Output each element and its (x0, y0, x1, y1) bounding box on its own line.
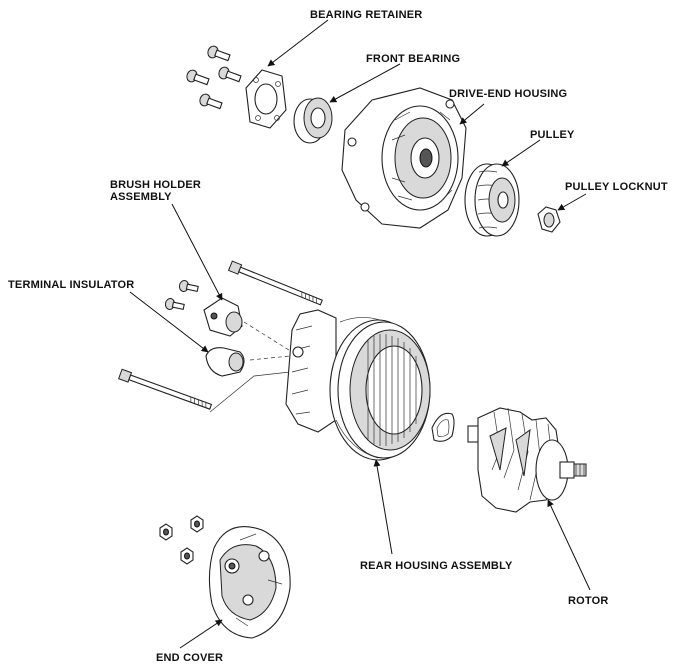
rear-housing-part (285, 309, 431, 461)
drive-end-housing-part (341, 87, 467, 229)
label-brush-holder-line2: ASSEMBLY (110, 191, 172, 203)
leader-lines (129, 19, 591, 649)
terminal-insulator-part (205, 347, 245, 377)
label-end-cover: END COVER (156, 652, 223, 664)
end-cover-part (208, 526, 291, 639)
brush-holder-screws (164, 280, 199, 311)
through-bolts (118, 260, 323, 410)
brush-holder-part (203, 297, 243, 337)
label-brush-holder-line1: BRUSH HOLDER (110, 179, 201, 191)
label-pulley-locknut: PULLEY LOCKNUT (565, 181, 668, 193)
label-front-bearing: FRONT BEARING (366, 53, 460, 65)
end-cover-nuts (159, 515, 204, 565)
label-rear-housing-assembly: REAR HOUSING ASSEMBLY (360, 560, 513, 572)
label-pulley: PULLEY (530, 129, 575, 141)
label-drive-end-housing: DRIVE-END HOUSING (449, 88, 567, 100)
retainer-screws (186, 45, 242, 110)
part-labels: BEARING RETAINER FRONT BEARING DRIVE-END… (8, 9, 668, 664)
bearing-retainer-part (245, 69, 287, 129)
rotor-part (467, 407, 587, 513)
label-bearing-retainer: BEARING RETAINER (310, 9, 422, 21)
front-bearing-part (293, 97, 333, 144)
label-rotor: ROTOR (568, 595, 609, 607)
alignment-lines (209, 321, 293, 413)
spacer-ring-part (431, 412, 455, 442)
label-terminal-insulator: TERMINAL INSULATOR (8, 279, 134, 291)
pulley-locknut-part (537, 206, 561, 233)
pulley-part (464, 163, 520, 237)
